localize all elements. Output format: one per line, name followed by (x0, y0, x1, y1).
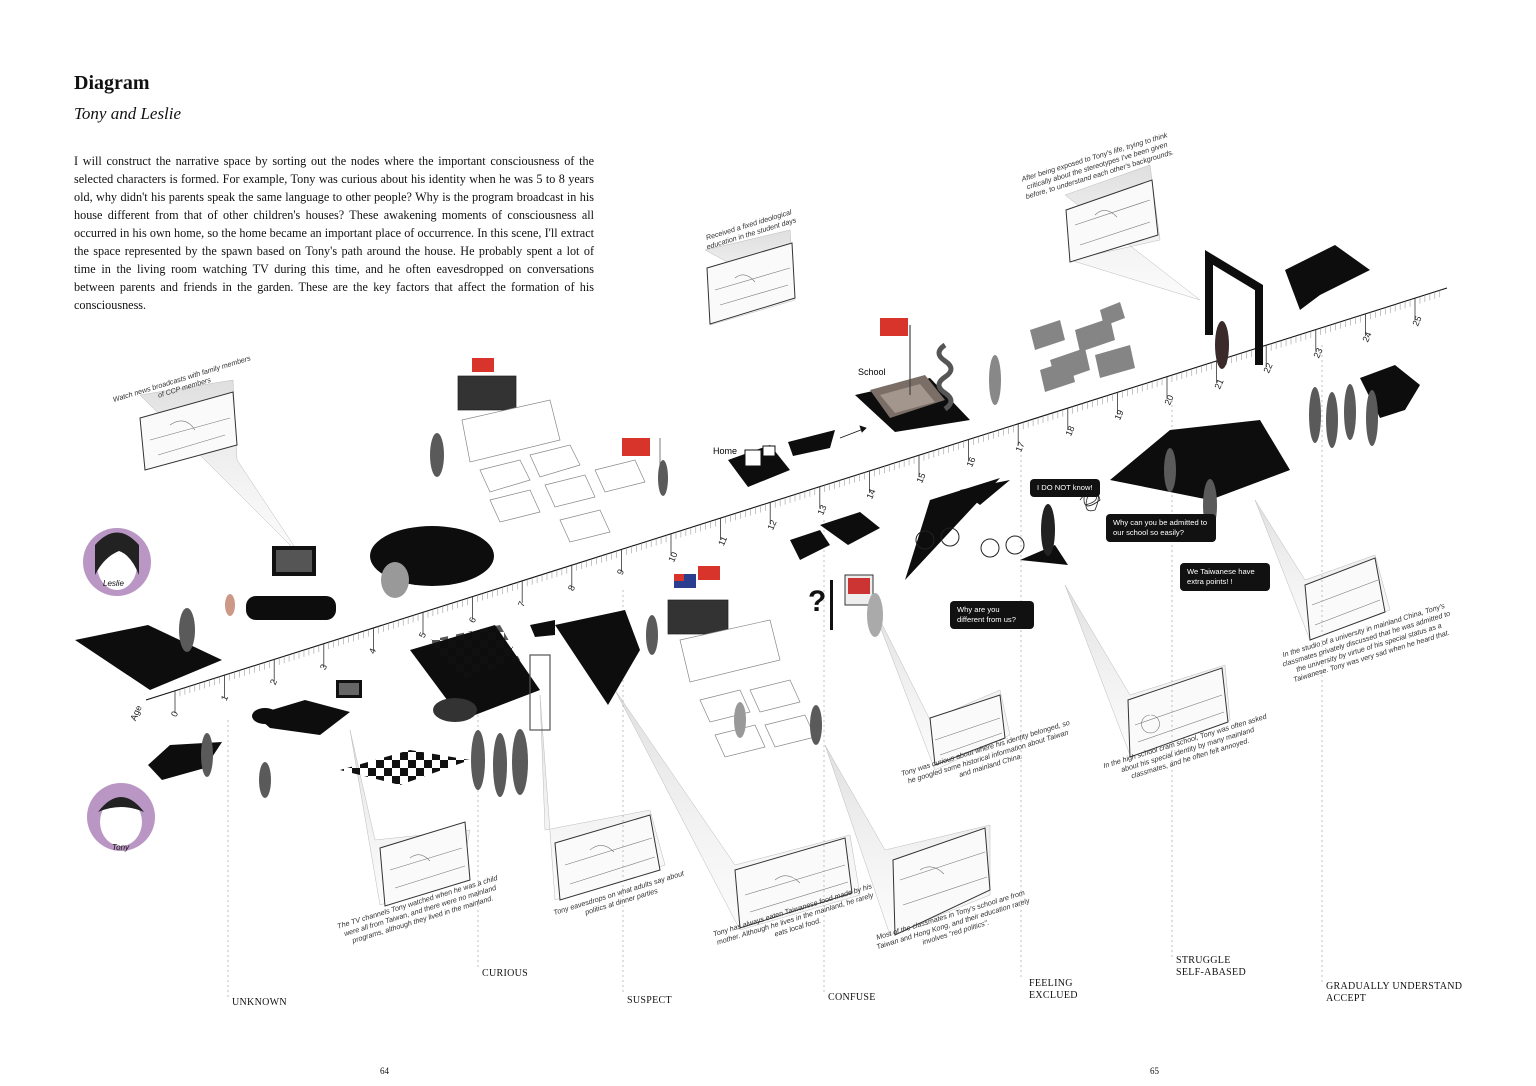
frame-leslie-school (706, 242, 796, 325)
stage-exclued: EXCLUED (1029, 990, 1078, 1001)
frame-tony-cram (1127, 667, 1229, 758)
school-label: School (858, 367, 886, 377)
bubble-different: Why are you different from us? (950, 601, 1034, 629)
frame-tony-classmates (892, 827, 991, 936)
frame-tony-university (1304, 557, 1386, 641)
frame-sketch-lines (149, 199, 1381, 913)
stage-feeling: FEELING (1029, 978, 1073, 989)
frame-tony-tv (379, 821, 471, 907)
stage-unknown: UNKNOWN (232, 997, 287, 1008)
bubble-dont-know: I DO NOT know! (1030, 479, 1100, 497)
frame-tony-eavesdrop (554, 814, 661, 901)
avatar-tony-label: Tony (112, 843, 130, 852)
frame-tony-google (929, 694, 1006, 766)
stage-confuse: CONFUSE (828, 992, 876, 1003)
page-title: Diagram (74, 72, 150, 94)
bicycles (915, 527, 1025, 558)
school-building (870, 318, 954, 418)
tv-scene-tony (336, 680, 362, 698)
avatar-leslie-label: Leslie (103, 579, 124, 588)
bubble-extra: We Taiwanese have extra points! ! (1180, 563, 1270, 591)
frame-leslie-tv (139, 391, 238, 471)
frame-tony-food (734, 837, 853, 929)
computer-screen (830, 574, 874, 630)
stage-curious: CURIOUS (482, 968, 528, 979)
stage-gradually-understand: GRADUALLY UNDERSTAND (1326, 981, 1463, 992)
floating-panels (1030, 302, 1135, 392)
page-number-right: 65 (1150, 1066, 1159, 1076)
people-figures (179, 321, 1378, 798)
classroom-tony (667, 566, 816, 758)
axis-line (145, 287, 1448, 701)
stage-struggle: STRUGGLE (1176, 955, 1231, 966)
china-flag-school (880, 318, 908, 336)
tv-scene-leslie (272, 546, 316, 576)
age-axis (145, 287, 1448, 713)
question-mark: ? (808, 585, 827, 618)
page-number-left: 64 (380, 1066, 389, 1076)
stage-self-abased: SELF-ABASED (1176, 967, 1246, 978)
arrow-home-to-school (839, 425, 867, 439)
checker-floors (340, 625, 520, 785)
home-block (744, 445, 776, 467)
frame-leslie-later (1065, 179, 1159, 263)
home-label: Home (713, 446, 738, 456)
avatar-tony (87, 783, 155, 851)
intro-paragraph: I will construct the narrative space by … (74, 154, 594, 312)
stage-accept: ACCEPT (1326, 993, 1367, 1004)
storyboard-frames (139, 179, 1386, 936)
door-frame (529, 654, 551, 731)
page-subtitle: Tony and Leslie (74, 104, 182, 123)
classroom-leslie (457, 358, 661, 543)
avatar-leslie (83, 528, 151, 596)
stage-suspect: SUSPECT (627, 995, 672, 1006)
bubble-admitted: Why can you be admitted to our school so… (1106, 514, 1216, 542)
